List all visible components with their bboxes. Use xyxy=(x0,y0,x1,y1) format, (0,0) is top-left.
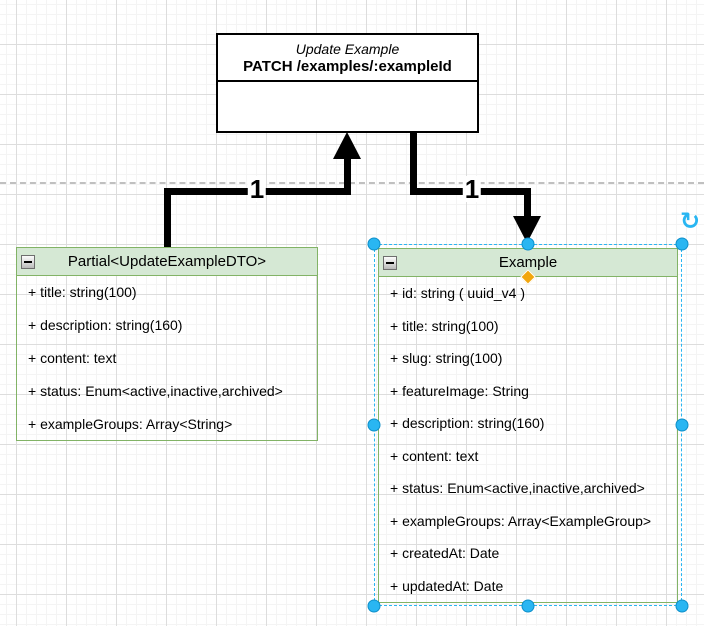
field-row[interactable]: + content: text xyxy=(390,447,479,464)
arrowhead-up-icon[interactable] xyxy=(333,132,361,159)
endpoint-box-body xyxy=(218,82,477,131)
selection-handle-top-right[interactable] xyxy=(675,237,689,251)
field-row[interactable]: + description: string(160) xyxy=(28,317,183,334)
selection-handle-top-left[interactable] xyxy=(367,237,381,251)
field-row[interactable]: + exampleGroups: Array<ExampleGroup> xyxy=(390,512,652,529)
edge-multiplicity-label[interactable]: 1 xyxy=(462,174,482,204)
field-row[interactable]: + title: string(100) xyxy=(390,317,499,334)
page-boundary-dashed-line xyxy=(0,182,704,184)
endpoint-title: Update Example xyxy=(295,40,400,57)
endpoint-route: PATCH /examples/:exampleId xyxy=(243,57,452,75)
field-row[interactable]: + exampleGroups: Array<String> xyxy=(28,415,233,432)
connector-segment[interactable] xyxy=(524,188,531,218)
field-row[interactable]: + createdAt: Date xyxy=(390,545,500,562)
edge-multiplicity-label[interactable]: 1 xyxy=(247,174,267,204)
class-field-list: + id: string ( uuid_v4 ) + title: string… xyxy=(379,277,677,602)
collapse-icon[interactable] xyxy=(383,256,397,270)
connector-segment[interactable] xyxy=(164,188,171,250)
field-row[interactable]: + status: Enum<active,inactive,archived> xyxy=(390,480,645,497)
minus-glyph xyxy=(386,262,394,264)
rotate-icon[interactable]: ↻ xyxy=(680,207,701,235)
selection-handle-bottom-center[interactable] xyxy=(521,599,535,613)
connector-segment[interactable] xyxy=(410,133,417,195)
class-header[interactable]: Partial<UpdateExampleDTO> xyxy=(17,248,317,276)
field-row[interactable]: + id: string ( uuid_v4 ) xyxy=(390,285,526,302)
selection-handle-top-center[interactable] xyxy=(521,237,535,251)
field-row[interactable]: + featureImage: String xyxy=(390,382,529,399)
class-title: Partial<UpdateExampleDTO> xyxy=(67,253,267,270)
class-title: Example xyxy=(498,254,558,271)
minus-glyph xyxy=(24,261,32,263)
connector-segment[interactable] xyxy=(344,155,351,195)
endpoint-box[interactable]: Update Example PATCH /examples/:exampleI… xyxy=(216,33,479,133)
class-box-partial-updateexampledto[interactable]: Partial<UpdateExampleDTO> + title: strin… xyxy=(16,247,318,441)
field-row[interactable]: + content: text xyxy=(28,349,117,366)
selection-handle-middle-right[interactable] xyxy=(675,418,689,432)
class-field-list: + title: string(100) + description: stri… xyxy=(17,276,317,440)
field-row[interactable]: + updatedAt: Date xyxy=(390,577,504,594)
endpoint-box-header: Update Example PATCH /examples/:exampleI… xyxy=(218,35,477,82)
field-row[interactable]: + description: string(160) xyxy=(390,415,545,432)
selection-handle-middle-left[interactable] xyxy=(367,418,381,432)
selection-handle-bottom-left[interactable] xyxy=(367,599,381,613)
field-row[interactable]: + status: Enum<active,inactive,archived> xyxy=(28,382,283,399)
field-row[interactable]: + slug: string(100) xyxy=(390,350,503,367)
selection-handle-bottom-right[interactable] xyxy=(675,599,689,613)
class-box-example[interactable]: Example + id: string ( uuid_v4 ) + title… xyxy=(378,248,678,603)
collapse-icon[interactable] xyxy=(21,255,35,269)
field-row[interactable]: + title: string(100) xyxy=(28,284,137,301)
